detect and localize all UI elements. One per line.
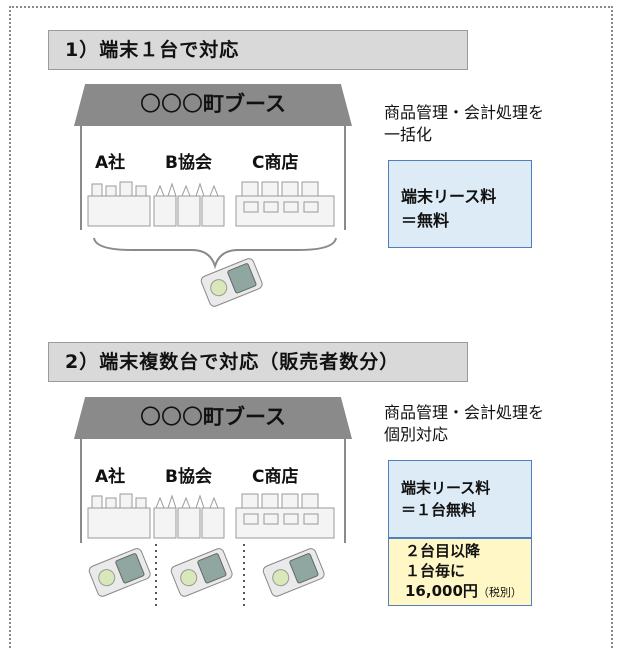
booth1-frame [80, 126, 346, 230]
section1-description-line1: 商品管理・会計処理を [384, 103, 545, 122]
section2-extra-box: ２台目以降 １台毎に 16,000円（税別） [388, 538, 532, 606]
booth1-stall-a: A社 [95, 153, 126, 173]
section1-description: 商品管理・会計処理を 一括化 [384, 102, 544, 146]
section1-fee-box: 端末リース料 ＝無料 [388, 160, 532, 248]
booth2-roof: 〇〇〇町ブース [74, 397, 352, 439]
section2-extra-note: （税別） [477, 586, 522, 599]
section2-fee-line1: 端末リース料 [401, 479, 491, 497]
section2-extra-price: 16,000円 [405, 582, 478, 600]
booth1-counters [87, 181, 335, 227]
booth2-stall-b: B協会 [165, 467, 212, 487]
terminal-dividers [155, 544, 245, 608]
booth2-stall-a: A社 [95, 467, 126, 487]
section2-extra-line2: １台毎に [405, 562, 466, 580]
booth1-stall-b: B協会 [165, 153, 212, 173]
section2-extra-line1: ２台目以降 [405, 542, 481, 560]
booth2-counters [87, 493, 335, 539]
section1-title: 1）端末１台で対応 [48, 30, 468, 70]
terminal-icon-b [170, 548, 233, 597]
booth2-name: 町ブース [203, 405, 286, 429]
terminal-icon-a [88, 548, 151, 597]
terminal-icon [200, 258, 263, 307]
section2-description-line2: 個別対応 [384, 425, 449, 444]
booth1-name-circles: 〇〇〇 [140, 92, 204, 116]
booth1-name: 町ブース [203, 92, 286, 116]
section2-title: 2）端末複数台で対応（販売者数分） [48, 342, 468, 382]
section1-fee-line1: 端末リース料 [401, 187, 497, 206]
dotted-frame [9, 6, 613, 648]
booth1-stall-c: C商店 [252, 153, 299, 173]
booth2-frame [80, 439, 346, 543]
bracket [93, 237, 337, 270]
booth2-stall-c: C商店 [252, 467, 299, 487]
section1-fee-line2: ＝無料 [401, 211, 450, 230]
section2-extra-price-line: 16,000円（税別） [405, 581, 531, 603]
section1-description-line2: 一括化 [384, 125, 433, 144]
section2-fee-line2: ＝１台無料 [401, 501, 477, 519]
terminal-icon-c [262, 548, 325, 597]
section2-description: 商品管理・会計処理を 個別対応 [384, 402, 544, 446]
booth1-roof: 〇〇〇町ブース [74, 84, 352, 126]
section2-description-line1: 商品管理・会計処理を [384, 403, 545, 422]
booth2-name-circles: 〇〇〇 [140, 405, 204, 429]
section2-fee-box: 端末リース料 ＝１台無料 [388, 460, 532, 538]
